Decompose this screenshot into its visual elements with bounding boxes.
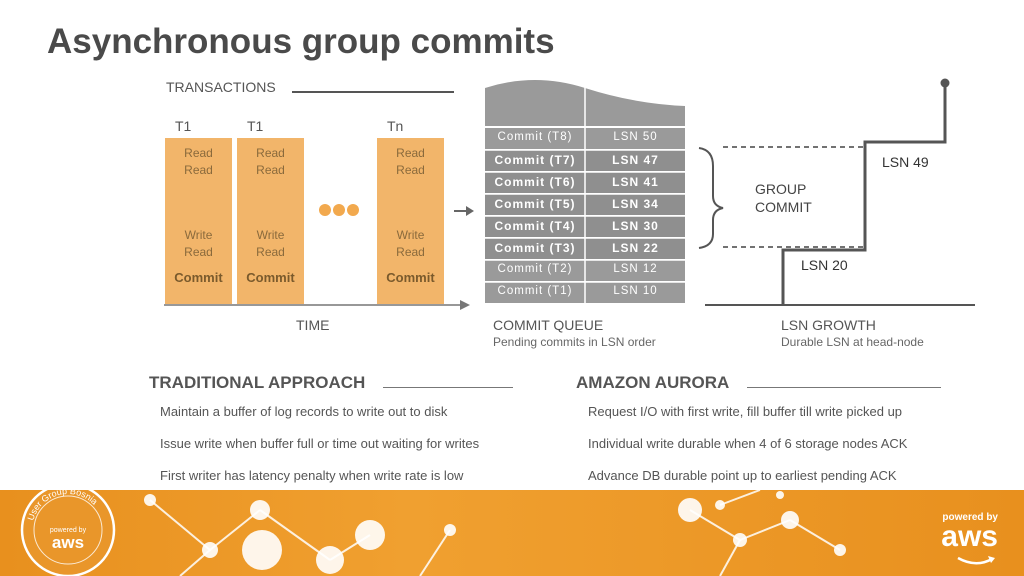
aurora-bullet: Individual write durable when 4 of 6 sto…	[588, 436, 908, 451]
queue-lsn: LSN 10	[613, 285, 658, 297]
queue-lsn: LSN 22	[612, 241, 659, 255]
queue-commit: Commit (T1)	[497, 285, 573, 297]
queue-commit: Commit (T3)	[494, 241, 576, 255]
op-read: Read	[256, 163, 285, 177]
op-commit: Commit	[174, 270, 223, 285]
lsn-low-label: LSN 20	[801, 257, 848, 273]
slide-title: Asynchronous group commits	[47, 22, 555, 61]
footer-powered-by: powered by	[942, 512, 998, 523]
queue-lsn: LSN 41	[612, 175, 659, 189]
transactions-heading-rule	[292, 91, 454, 93]
ellipsis-dot	[333, 204, 345, 216]
ellipsis-dot	[347, 204, 359, 216]
op-read: Read	[184, 245, 213, 259]
queue-lsn: LSN 34	[612, 197, 659, 211]
op-read: Read	[396, 146, 425, 160]
lsn-growth-chart	[698, 78, 975, 306]
queue-row: Commit (T5) LSN 34	[485, 194, 685, 215]
group-commit-line-2: COMMIT	[755, 199, 812, 215]
queue-commit: Commit (T7)	[494, 153, 576, 167]
queue-lsn: LSN 12	[613, 263, 658, 275]
op-commit: Commit	[246, 270, 295, 285]
badge-aws-text: aws	[52, 533, 84, 552]
aurora-heading-rule	[747, 387, 941, 388]
op-write: Write	[256, 228, 285, 242]
ellipsis-dot	[319, 204, 331, 216]
lsn-growth-label: LSN GROWTH	[781, 317, 876, 333]
lsn-high-label: LSN 49	[882, 154, 929, 170]
transaction-column-1: Read Read Write Read Commit	[165, 138, 232, 304]
right-arrow-icon	[454, 206, 474, 216]
column-header-2: T1	[247, 118, 264, 134]
commit-queue-label: COMMIT QUEUE	[493, 317, 604, 333]
op-read: Read	[256, 146, 285, 160]
traditional-bullet: Issue write when buffer full or time out…	[160, 436, 480, 451]
badge-powered-text: powered by	[50, 527, 87, 534]
queue-lsn: LSN 47	[612, 153, 659, 167]
network-decoration	[144, 490, 846, 576]
transactions-heading: TRANSACTIONS	[166, 79, 276, 95]
commit-queue-sublabel: Pending commits in LSN order	[493, 335, 656, 349]
transaction-column-2: Read Read Write Read Commit	[237, 138, 304, 304]
op-read: Read	[184, 146, 213, 160]
aurora-bullet: Advance DB durable point up to earliest …	[588, 468, 897, 483]
queue-commit: Commit (T2)	[497, 263, 573, 275]
queue-divider	[485, 126, 685, 128]
footer-banner: User Group Bosnia powered by aws powered…	[0, 490, 1024, 576]
traditional-bullet: First writer has latency penalty when wr…	[160, 468, 464, 483]
column-header-3: Tn	[387, 118, 404, 134]
queue-commit: Commit (T6)	[494, 175, 576, 189]
group-commit-label: GROUP COMMIT	[755, 180, 812, 216]
aws-smile-icon	[957, 556, 995, 565]
op-read: Read	[396, 163, 425, 177]
traditional-heading: TRADITIONAL APPROACH	[149, 373, 366, 392]
traditional-bullet: Maintain a buffer of log records to writ…	[160, 404, 448, 419]
queue-commit: Commit (T8)	[497, 131, 573, 143]
op-write: Write	[396, 228, 425, 242]
op-write: Write	[184, 228, 213, 242]
user-group-badge: User Group Bosnia powered by aws	[20, 490, 116, 576]
aws-logo: aws	[941, 520, 998, 553]
time-axis-arrow	[164, 300, 470, 310]
queue-grid	[485, 128, 685, 304]
column-header-1: T1	[175, 118, 192, 134]
op-commit: Commit	[386, 270, 435, 285]
lsn-growth-sublabel: Durable LSN at head-node	[781, 335, 924, 349]
aurora-heading: AMAZON AURORA	[576, 373, 730, 392]
time-label: TIME	[296, 317, 330, 333]
transaction-column-3: Read Read Write Read Commit	[377, 138, 444, 304]
group-commit-line-1: GROUP	[755, 181, 807, 197]
op-read: Read	[256, 245, 285, 259]
queue-lsn: LSN 50	[613, 131, 658, 143]
commit-queue-cap	[485, 80, 685, 126]
queue-commit: Commit (T4)	[494, 219, 576, 233]
op-read: Read	[396, 245, 425, 259]
op-read: Read	[184, 163, 213, 177]
queue-lsn: LSN 30	[612, 219, 659, 233]
aurora-bullet: Request I/O with first write, fill buffe…	[588, 404, 903, 419]
traditional-heading-rule	[383, 387, 513, 388]
queue-commit: Commit (T5)	[494, 197, 576, 211]
